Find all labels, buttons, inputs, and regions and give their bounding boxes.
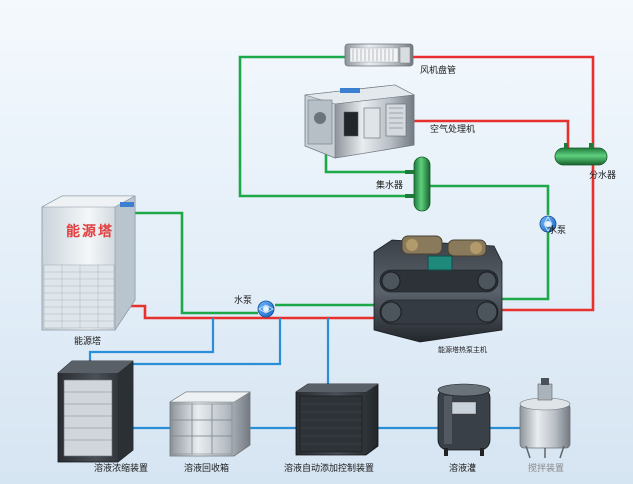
pump-icon	[539, 215, 557, 233]
water-collector-icon	[405, 156, 431, 212]
auto-dosing-label: 溶液自动添加控制装置	[284, 462, 374, 474]
heat-pump-host-label: 能源塔热泵主机	[438, 345, 487, 354]
tank-icon	[437, 383, 491, 456]
green-return-pipes	[125, 55, 550, 315]
fan-coil-label: 风机盘管	[420, 64, 456, 76]
red-host-to-tower	[125, 304, 380, 320]
solution-tank-label: 溶液灌	[449, 462, 476, 474]
green-pump-to-host	[500, 232, 550, 301]
red-loop-top	[412, 55, 595, 148]
air-handler-label: 空气处理机	[430, 123, 475, 135]
pump-left-label: 水泵	[234, 294, 252, 306]
water-distributor-label: 分水器	[589, 169, 616, 181]
dosing-control-icon	[295, 383, 379, 456]
red-ahu-to-distributor	[413, 119, 570, 148]
energy-tower-label: 能源塔	[74, 335, 101, 347]
air-handler-icon	[304, 84, 416, 159]
heat-pump-icon	[373, 235, 503, 343]
green-tower-to-pump	[125, 211, 258, 315]
green-loop-top	[238, 55, 414, 198]
green-ahu-to-collector	[324, 150, 414, 174]
mixer-icon	[519, 378, 571, 459]
concentrator-icon	[57, 360, 134, 463]
red-distributor-to-host	[500, 165, 595, 312]
cooling-tower-icon	[41, 195, 136, 331]
water-collector-label: 集水器	[376, 179, 403, 191]
tank-icon	[169, 391, 251, 457]
recovery-tank-label: 溶液回收箱	[184, 462, 229, 474]
fan-coil-icon	[344, 43, 414, 67]
tower-body-text: 能源塔	[66, 223, 114, 240]
blue-tower-to-concentrator-2	[126, 318, 282, 372]
red-supply-pipes	[125, 55, 595, 320]
pump-right-label: 水泵	[548, 224, 566, 236]
concentrator-label: 溶液浓缩装置	[94, 462, 148, 474]
blue-tower-to-concentrator	[88, 318, 215, 365]
mixer-label: 搅拌装置	[528, 462, 564, 474]
green-collector-to-pump	[430, 184, 550, 215]
water-distributor-icon	[554, 143, 608, 166]
pump-icon	[257, 300, 275, 318]
